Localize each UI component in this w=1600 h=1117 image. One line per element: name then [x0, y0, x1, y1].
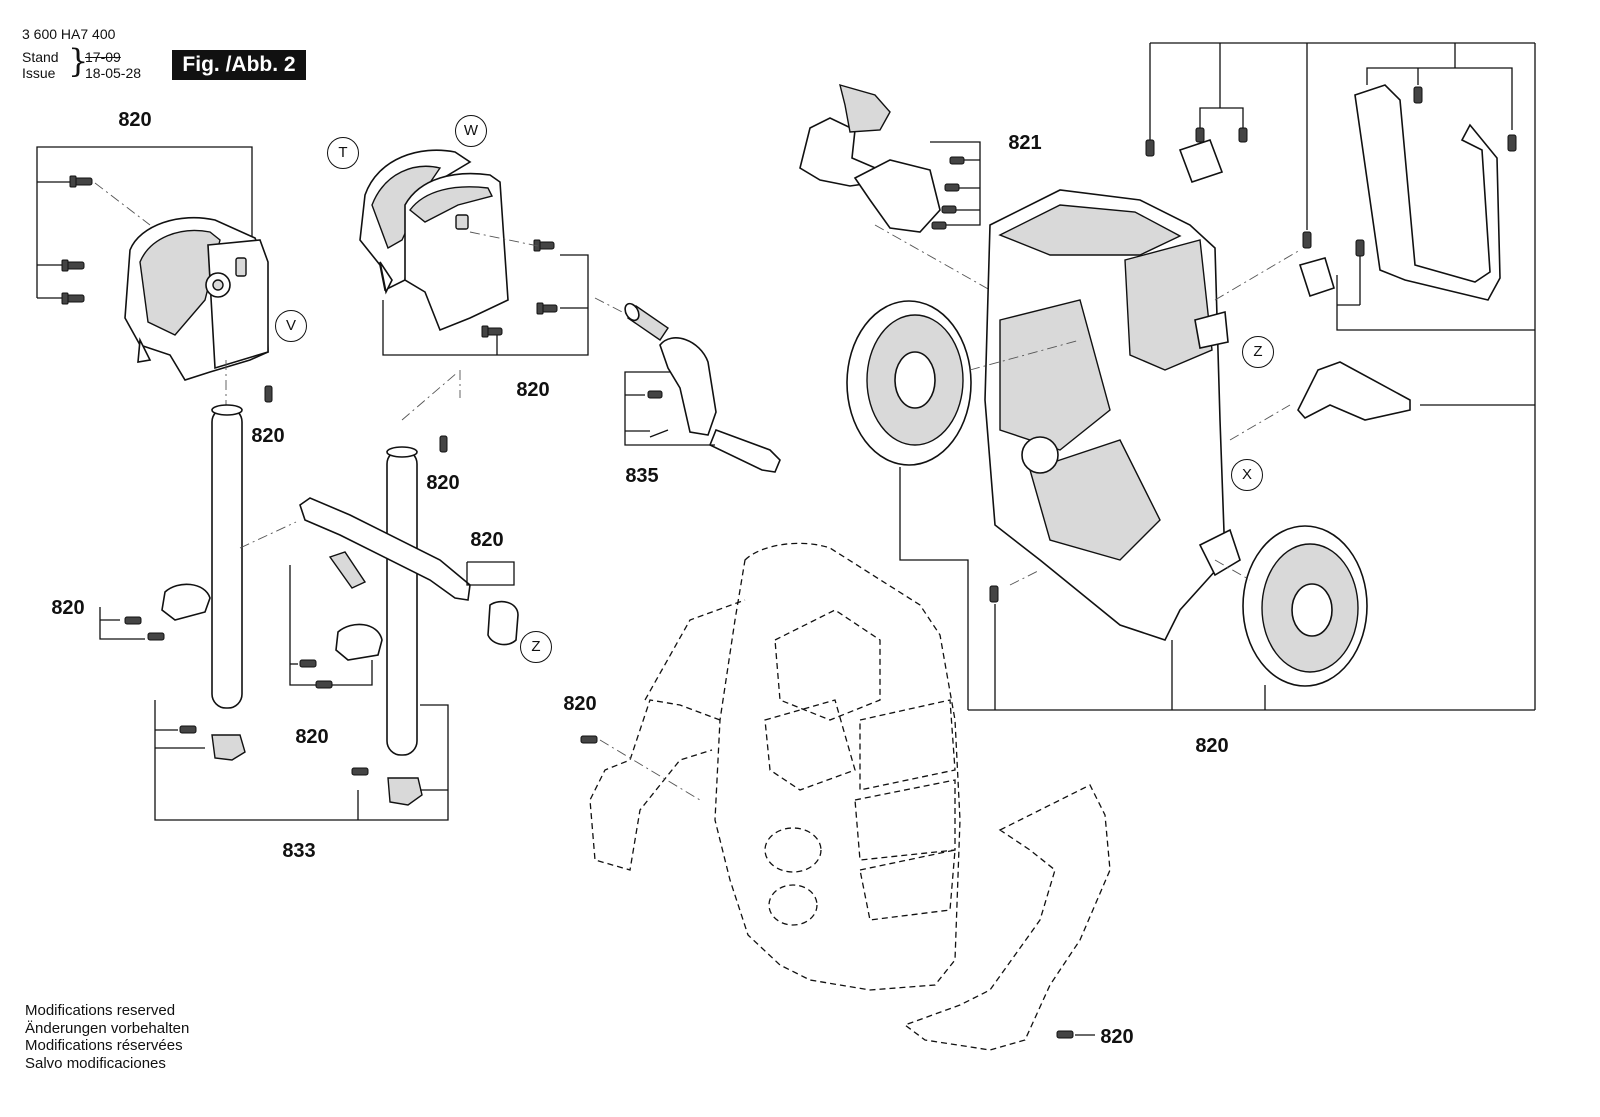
modifications-notice: Modifications reserved Änderungen vorbeh… [25, 1002, 189, 1072]
reference-marker-z: Z [1242, 336, 1274, 368]
reference-marker-x: X [1231, 459, 1263, 491]
reference-marker-w: W [455, 115, 487, 147]
part-label-820: 820 [516, 379, 550, 401]
telescopic-poles-part [211, 360, 459, 756]
part-label-820: 820 [426, 472, 460, 494]
part-label-820: 820 [251, 425, 285, 447]
reel-cover-part [36, 146, 269, 381]
footer-line: Salvo modificaciones [25, 1054, 166, 1072]
reference-marker-t: T [327, 137, 359, 169]
bracket-icon: } [68, 42, 89, 80]
footer-line: Modifications reserved [25, 1002, 176, 1019]
crank-handle-part [594, 297, 781, 473]
housing-outline-part [580, 542, 1111, 1051]
main-frame-part [846, 42, 1536, 711]
issue-label: Issue [22, 65, 56, 81]
part-label-835: 835 [625, 465, 659, 487]
part-label-820: 820 [563, 693, 597, 715]
footer-line: Modifications réservées [25, 1037, 183, 1054]
cover-halves-part [359, 149, 589, 398]
issue-value: 18-05-28 [85, 65, 142, 81]
document-number: 3 600 HA7 400 [22, 26, 116, 42]
bracket-821-part [799, 83, 991, 291]
part-label-821: 821 [1008, 132, 1042, 154]
part-label-820: 820 [1100, 1026, 1134, 1048]
reference-marker-z: Z [520, 631, 552, 663]
part-label-820: 820 [295, 726, 329, 748]
footer-line: Änderungen vorbehalten [25, 1019, 190, 1037]
part-label-820: 820 [470, 529, 504, 551]
figure-badge: Fig. /Abb. 2 [172, 50, 306, 80]
stand-value: 17-09 [85, 49, 121, 65]
reference-marker-v: V [275, 310, 307, 342]
stand-label: Stand [22, 49, 59, 65]
part-label-820: 820 [118, 109, 152, 131]
part-label-833: 833 [282, 840, 316, 862]
part-label-820: 820 [1195, 735, 1229, 757]
knob-parts [154, 700, 449, 821]
lock-bar-part [99, 497, 519, 689]
part-label-820: 820 [51, 597, 85, 619]
